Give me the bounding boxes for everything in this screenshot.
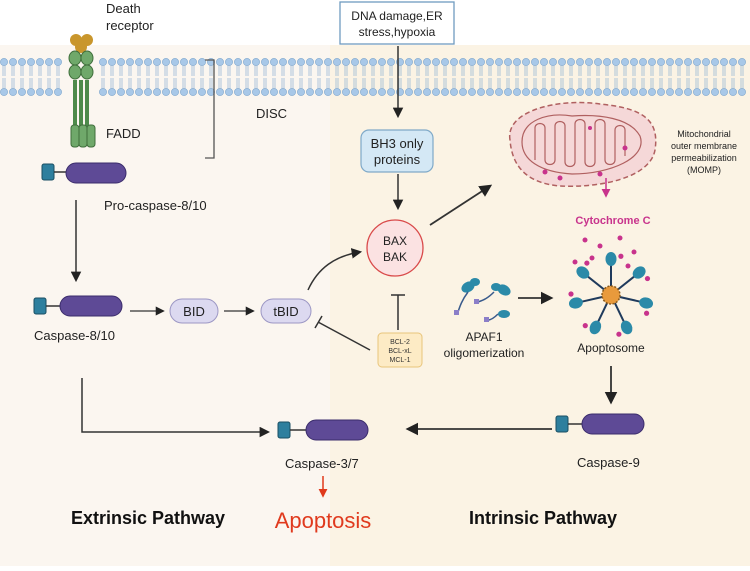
death-receptor-label-2: receptor [106,18,154,33]
momp-label-2: outer membrane [671,141,737,151]
bcl2-label: BCL-2 [390,339,410,346]
momp-label: Mitochondrial [677,129,731,139]
bh3-label: BH3 only [371,136,424,151]
apaf1-label: APAF1 [465,330,502,344]
arrow-tbid-to-bax [307,248,363,291]
bak-label: BAK [383,250,407,264]
bax-label: BAX [383,234,407,248]
bid-node [169,298,219,324]
caspase-3-7-icon [277,419,369,441]
apoptosome-label: Apoptosome [577,341,645,355]
stimulus-label: DNA damage,ER [351,9,443,23]
mitochondrion-icon [509,101,657,187]
cell-membrane [0,58,746,96]
caspase-9-icon [555,413,645,435]
bh3-box [360,129,434,173]
fadd-label: FADD [106,126,141,141]
momp-label-4: (MOMP) [687,165,721,175]
stimulus-box [339,1,455,45]
tbid-label: tBID [273,304,298,319]
bax-bak-node [366,219,424,277]
caspase-3-7-label: Caspase-3/7 [285,456,359,471]
mcl1-label: MCL-1 [389,357,410,364]
death-receptor-label: Death [106,1,141,16]
caspase-9-label: Caspase-9 [577,455,640,470]
apoptosis-label: Apoptosis [275,508,372,533]
tbid-node [260,298,312,324]
caspase-8-10-icon [33,295,123,317]
caspase-8-10-label: Caspase-8/10 [34,328,115,343]
disc-label: DISC [256,106,287,121]
death-receptor-icon [68,34,96,148]
stimulus-label-2: stress,hypoxia [359,25,436,39]
momp-label-3: permeabilization [671,153,737,163]
bid-label: BID [183,304,205,319]
inhibit-bcl-to-tbid [314,315,371,351]
apoptosome-icon [568,235,654,337]
inhibit-bcl-to-bax [391,294,405,330]
intrinsic-pathway-title: Intrinsic Pathway [469,508,617,528]
pro-caspase-label: Pro-caspase-8/10 [104,198,207,213]
bh3-label-2: proteins [374,152,421,167]
arrow-caspase810-to-caspase37 [81,378,271,438]
extrinsic-pathway-title: Extrinsic Pathway [71,508,225,528]
bcl-family-box [377,332,423,368]
apaf1-monomers-icon [454,278,511,322]
disc-bracket [205,59,215,159]
pro-caspase-icon [41,162,127,184]
arrow-bax-to-mito [429,184,493,226]
apaf1-label-2: oligomerization [444,346,525,360]
bclxl-label: BCL-xL [388,348,411,355]
cytochrome-c-label: Cytochrome C [575,215,650,227]
